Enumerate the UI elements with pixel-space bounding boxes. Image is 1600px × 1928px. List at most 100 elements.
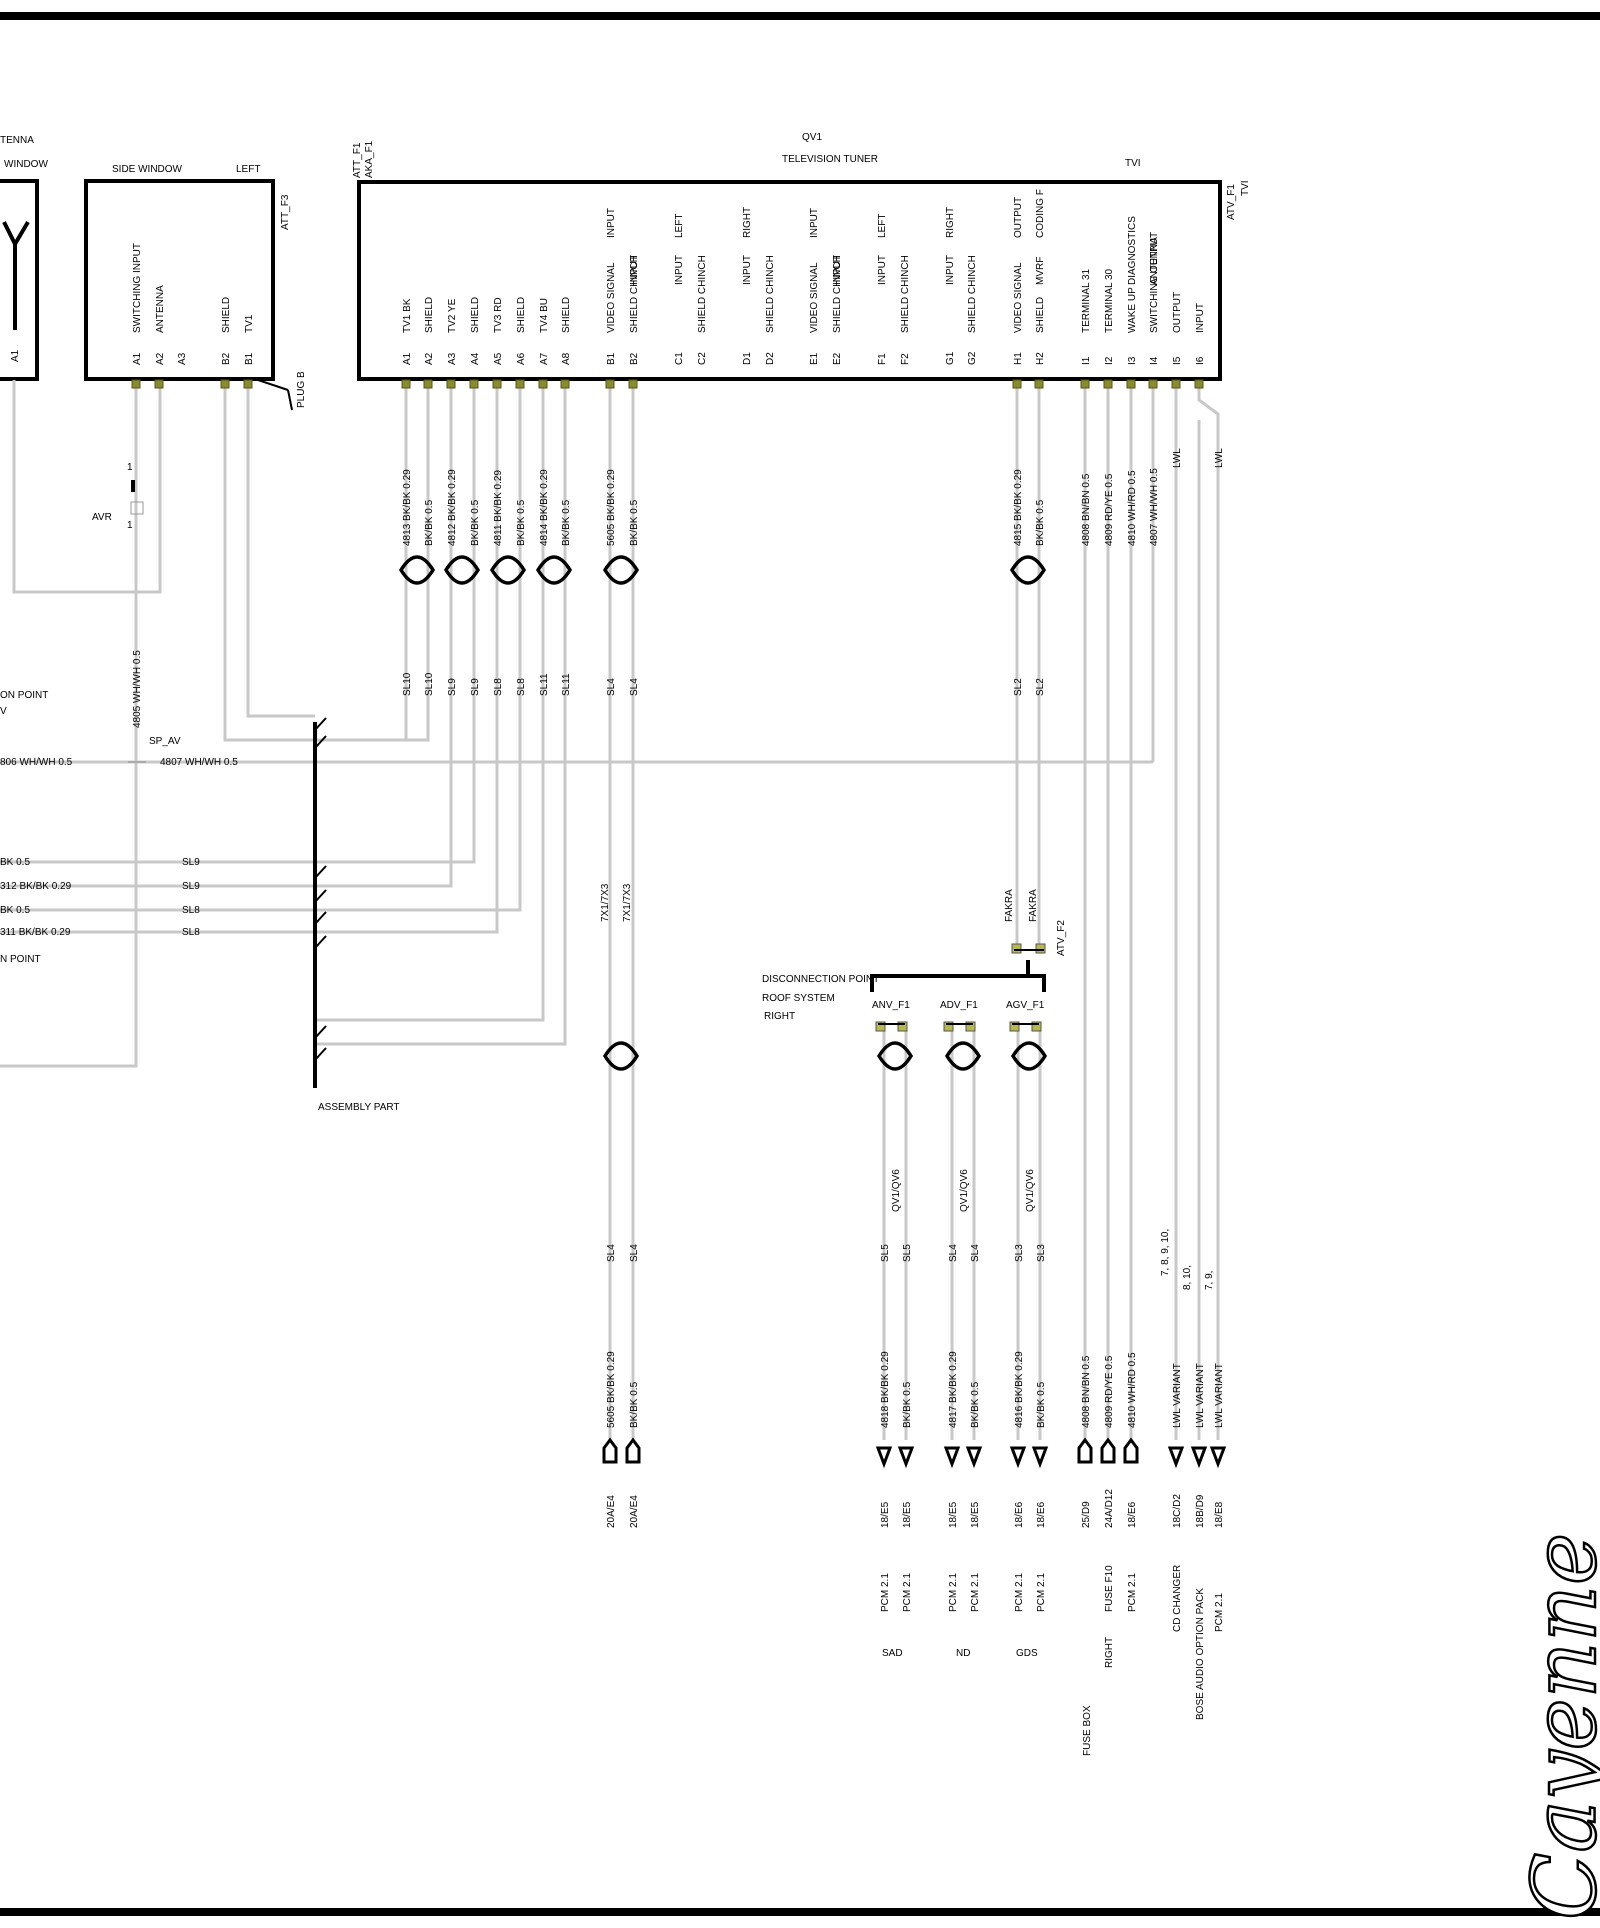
tuner-function: TERMINAL 31 [1081, 268, 1092, 333]
ref-label: 20A/E4 [629, 1495, 640, 1528]
side-window-left: LEFT [236, 164, 260, 175]
destination-label: PCM 2.1 [880, 1573, 891, 1612]
wire-label-top: BK/BK 0.5 [470, 499, 481, 546]
x-label-2: 7X1/7X3 [622, 883, 633, 922]
tuner-code-2: AKA_F1 [364, 140, 375, 178]
wire-label-top: BK/BK 0.5 [424, 499, 435, 546]
disconnection-line-1: DISCONNECTION POINT [762, 974, 879, 985]
assembly-part-label: ASSEMBLY PART [318, 1102, 400, 1113]
shield-label-top: SL9 [470, 678, 481, 696]
bus-tick [314, 935, 327, 949]
wire-terminal-icon [1190, 1446, 1208, 1469]
qv-label: QV1/QV6 [959, 1169, 970, 1212]
tuner-function: SHIELD [424, 297, 435, 333]
sw-b1-wire [246, 384, 315, 718]
variant-numbers: 7, 9, [1204, 1271, 1215, 1290]
wire-label-top: 4811 BK/BK 0.29 [493, 470, 504, 546]
shield-label-top: SL2 [1013, 678, 1024, 696]
tuner-function-3: RIGHT [742, 207, 753, 238]
wire-label-top: 4810 WH/RD 0.5 [1127, 470, 1138, 546]
bus-tick [314, 865, 327, 879]
tuner-function: TERMINAL 30 [1104, 268, 1115, 333]
shield-label-top: SL4 [606, 678, 617, 696]
destination-label: PCM 2.1 [1014, 1573, 1025, 1612]
avr-pin-bottom: 1 [127, 520, 133, 531]
side-window-pin: A1 [132, 352, 143, 365]
top-border [0, 12, 1600, 20]
tuner-function-3: OUTPUT [1013, 197, 1024, 238]
tuner-pin: A5 [493, 352, 504, 365]
wire-terminal-icon [875, 1446, 893, 1469]
destination-label: BOSE AUDIO OPTION PACK [1195, 1588, 1206, 1720]
wire-label-top: BK/BK 0.5 [629, 499, 640, 546]
tuner-pin: A1 [402, 352, 413, 365]
dest-fuse-box: FUSE BOX [1082, 1705, 1093, 1756]
side-window-pin: A2 [155, 352, 166, 365]
tuner-pin: I1 [1081, 356, 1092, 365]
wire-terminal-icon [1077, 1437, 1093, 1464]
shield-label-top: SL9 [447, 678, 458, 696]
tuner-pin: A7 [539, 352, 550, 365]
tuner-function-2: INPUT [945, 255, 956, 285]
bus-tick [314, 1047, 327, 1061]
splice-wire-left: 806 WH/WH 0.5 [0, 757, 73, 768]
fakra-label-2: FAKRA [1028, 889, 1039, 922]
bottom-connector-pin [897, 1021, 908, 1032]
dest-sad: SAD [882, 1648, 903, 1659]
shield-label-bottom: SL4 [606, 1244, 617, 1262]
destination-label: CD CHANGER [1172, 1565, 1183, 1632]
wire-terminal-icon [897, 1446, 915, 1469]
shield-label-top: SL11 [539, 673, 550, 696]
twisted-pair-icon [1009, 555, 1047, 585]
avr-switch: AVR 1 1 [92, 462, 144, 531]
tuner-function-2: INPUT [629, 255, 640, 285]
wire-label-bottom: BK/BK 0.5 [629, 1381, 640, 1428]
tuner-function: SHIELD CHINCH [900, 255, 911, 333]
destination-label: PCM 2.1 [1214, 1593, 1225, 1632]
tuner-function-3: CODING F [1035, 189, 1046, 238]
tuner-pin: G1 [945, 351, 956, 365]
tuner-pin: D1 [742, 352, 753, 365]
twisted-pair-icon [489, 555, 527, 585]
bottom-connector-pin [965, 1021, 976, 1032]
antenna-symbol-icon [2, 220, 30, 330]
twisted-pair-icon [602, 555, 640, 585]
side-window-pin: A3 [177, 352, 188, 365]
ref-label: 18/E6 [1127, 1501, 1138, 1528]
tuner-code-1: ATT_F1 [352, 142, 363, 178]
tuner-function-2: INPUT [674, 255, 685, 285]
dest-gds: GDS [1016, 1648, 1038, 1659]
antenna-pin: A1 [10, 349, 21, 362]
pin-terminal [1103, 379, 1113, 389]
shield-label-bottom: SL5 [880, 1244, 891, 1262]
tuner-function: VIDEO SIGNAL [809, 262, 820, 333]
wire-terminal-icon [1100, 1437, 1116, 1464]
fakra-label-1: FAKRA [1004, 889, 1015, 922]
tuner-function: VIDEO SIGNAL [606, 262, 617, 333]
wire-label-bottom: BK/BK 0.5 [1036, 1381, 1047, 1428]
x-label-1: 7X1/7X3 [600, 883, 611, 922]
wire-label-bottom: 4810 WH/RD 0.5 [1127, 1352, 1138, 1428]
pin-terminal [492, 379, 502, 389]
cayenne-logo: Cayenne [1512, 1532, 1600, 1922]
wire-label-top: 4815 BK/BK 0.29 [1013, 469, 1024, 546]
tuner-pin: H1 [1013, 352, 1024, 365]
antenna-box: TENNA WINDOW A1 [0, 135, 48, 381]
tuner-function: INPUT [1195, 303, 1206, 333]
side-window-title: SIDE WINDOW [112, 164, 183, 175]
tuner-a-wire [315, 384, 567, 1046]
wire-label-top: 4814 BK/BK 0.29 [539, 469, 550, 546]
tuner-function-2: MVRF [1035, 257, 1046, 285]
bus-tick [314, 735, 327, 749]
tuner-function: SWITCHING OUTPUT [1149, 232, 1160, 333]
assembly-part-bus: ASSEMBLY PART [313, 717, 400, 1113]
shield-label-bottom: SL5 [902, 1244, 913, 1262]
tuner-function-2: DIAGNOSTICS [1127, 216, 1138, 285]
tuner-pin: A4 [470, 352, 481, 365]
wire-label-top: 4809 RD/YE 0.5 [1104, 473, 1115, 546]
pin-terminal [446, 379, 456, 389]
wire-label-bottom: LWL VARIANT [1214, 1363, 1225, 1428]
ref-label: 18/E6 [1036, 1501, 1047, 1528]
twisted-pair-icon [1010, 1041, 1048, 1071]
bus-tick [314, 911, 327, 925]
